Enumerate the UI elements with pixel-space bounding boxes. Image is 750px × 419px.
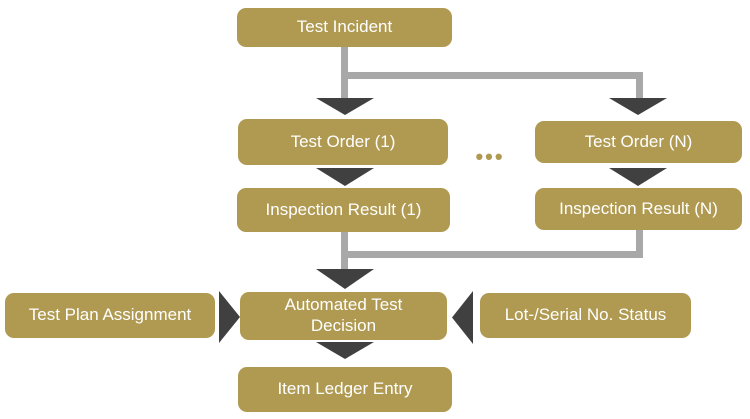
node-test-incident: Test Incident (237, 8, 452, 47)
arrowhead-left-from-lot-serial (452, 291, 473, 344)
connector-resultn-to-merge-vertical (636, 230, 643, 258)
node-automated-test-decision: Automated Test Decision (240, 292, 447, 340)
arrowhead-down-to-decision (316, 269, 374, 289)
node-test-order-n: Test Order (N) (535, 121, 742, 163)
arrowhead-down-to-item-ledger-entry (316, 342, 374, 359)
arrowhead-down-to-inspection-result-n (609, 168, 667, 186)
node-inspection-result-n: Inspection Result (N) (535, 188, 742, 230)
node-lot-serial-no-status: Lot-/Serial No. Status (480, 293, 691, 338)
connector-branch-horizontal (341, 72, 643, 79)
arrowhead-down-to-inspection-result-1 (316, 168, 374, 186)
node-item-ledger-entry: Item Ledger Entry (238, 367, 452, 412)
node-test-plan-assignment: Test Plan Assignment (5, 293, 215, 338)
connector-merge-horizontal (341, 251, 643, 258)
node-inspection-result-1: Inspection Result (1) (237, 188, 450, 232)
arrowhead-right-from-test-plan (219, 291, 240, 343)
connector-branch-to-ordern-vertical (636, 72, 643, 99)
ellipsis-dots: ••• (475, 144, 505, 169)
node-test-order-1: Test Order (1) (238, 119, 448, 165)
arrowhead-down-to-test-order-n (609, 98, 667, 115)
arrowhead-down-to-test-order-1 (316, 98, 374, 115)
